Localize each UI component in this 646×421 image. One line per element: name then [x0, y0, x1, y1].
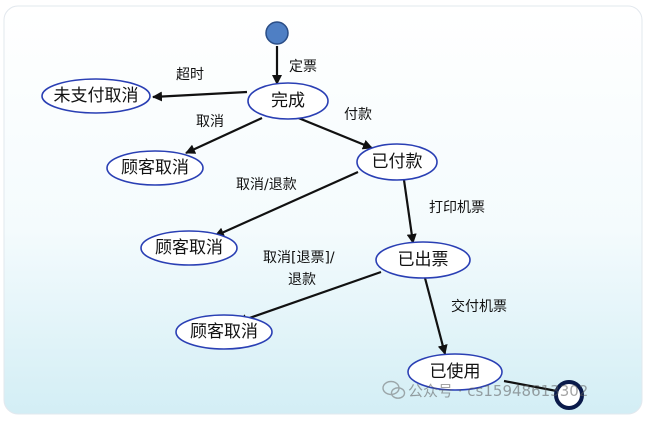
state-ticketed-label: 已出票 — [398, 250, 449, 270]
watermark-text: 公众号 · cs15948613302 — [408, 382, 588, 400]
state-unpaid-cancel-label: 未支付取消 — [54, 86, 139, 106]
state-used-label: 已使用 — [430, 361, 481, 382]
transition-label-pay: 付款 — [344, 107, 372, 123]
transition-label-book: 定票 — [289, 59, 317, 75]
transition-label-deliver-ticket: 交付机票 — [451, 298, 507, 315]
edge-ticketed-to-used — [423, 277, 448, 355]
transition-labels: 定票 超时 取消 付款 取消/退款 打印机票 取消[退票]/ 退款 交付机票 — [176, 59, 507, 315]
initial-node — [265, 21, 289, 45]
wechat-icon — [382, 380, 406, 399]
transition-label-cancel-refund: 取消/退款 — [236, 177, 297, 193]
state-customer-cancel-3 — [175, 314, 273, 350]
state-paid-label: 已付款 — [372, 152, 423, 172]
state-customer-cancel-1 — [106, 150, 204, 186]
final-node — [554, 380, 584, 410]
state-completed — [247, 82, 329, 120]
edge-paid-to-ticketed — [402, 179, 417, 244]
diagram-background — [3, 5, 643, 415]
state-customer-cancel-2 — [140, 230, 238, 266]
state-customer-cancel-2-label: 顾客取消 — [155, 238, 223, 258]
state-customer-cancel-1-label: 顾客取消 — [121, 158, 189, 178]
state-labels: 完成 未支付取消 顾客取消 已付款 顾客取消 已出票 顾客取消 已使用 — [54, 86, 481, 382]
transition-label-print-ticket: 打印机票 — [429, 199, 485, 216]
transition-label-timeout: 超时 — [176, 67, 204, 83]
state-completed-label: 完成 — [271, 91, 305, 111]
edge-used-to-final — [503, 379, 563, 394]
state-paid — [356, 143, 438, 181]
state-nodes — [41, 78, 503, 391]
edge-paid-to-customer-cancel-2 — [214, 170, 359, 238]
transition-label-cancel-refund-ticket-line2: 退款 — [288, 272, 316, 288]
state-customer-cancel-3-label: 顾客取消 — [190, 322, 258, 342]
transition-label-cancel: 取消 — [196, 114, 224, 130]
edge-completed-to-unpaid-cancel — [152, 90, 248, 102]
edge-completed-to-customer-cancel-1 — [185, 117, 263, 154]
state-used — [407, 353, 503, 391]
watermark: 公众号 · cs15948613302 — [382, 380, 588, 400]
transition-edges — [152, 46, 563, 394]
state-unpaid-cancel — [41, 78, 151, 114]
state-ticketed — [375, 241, 471, 279]
edge-ticketed-to-customer-cancel-3 — [237, 270, 382, 324]
transition-label-cancel-refund-ticket-line1: 取消[退票]/ — [263, 250, 335, 266]
edge-completed-to-paid — [295, 115, 373, 150]
